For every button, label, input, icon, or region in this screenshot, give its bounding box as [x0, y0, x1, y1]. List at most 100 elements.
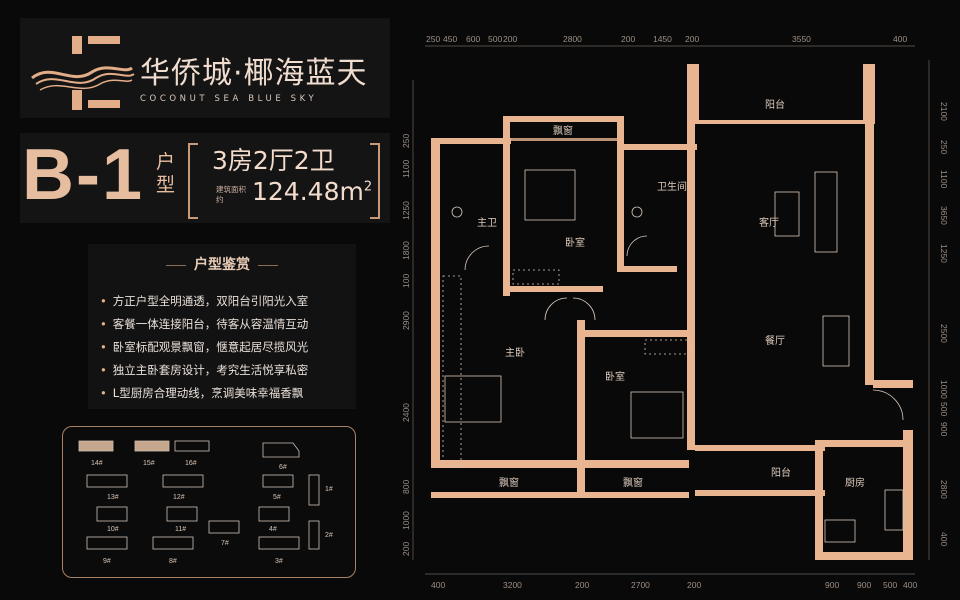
dim-right: 2100 [939, 102, 949, 121]
site-label: 2# [325, 532, 333, 539]
site-label: 3# [275, 558, 283, 565]
dim-bottom: 200 [575, 580, 589, 590]
building-shape [166, 506, 198, 522]
room-label-bedroom-south: 卧室 [605, 370, 625, 383]
building-shape [162, 474, 204, 488]
site-label: 13# [107, 494, 119, 501]
dim-right: 2500 [939, 324, 949, 343]
area-unit: m [339, 177, 364, 206]
building-highlight [135, 441, 169, 451]
unit-summary: B-1 户型 3房2厅2卫 建筑面积约 124.48m2 [20, 133, 390, 223]
features-title: 户型鉴赏 [88, 254, 356, 274]
sofa-icon [814, 171, 838, 253]
fixtures [442, 169, 904, 543]
dim-bottom: 400 [431, 580, 445, 590]
dim-top: 1450 [653, 34, 672, 44]
dim-top: 400 [893, 34, 907, 44]
site-label: 15# [143, 460, 155, 467]
room-label-master-bath: 主卫 [477, 217, 497, 229]
site-label: 12# [173, 494, 185, 501]
dim-top: 250 [426, 34, 440, 44]
sink-icon [884, 489, 904, 531]
site-label: 11# [175, 526, 186, 533]
dim-right: 2800 [939, 480, 949, 499]
feature-item: 客餐一体连接阳台，待客从容温情互动 [100, 313, 309, 336]
dim-left: 250 [401, 134, 411, 148]
room-label-bathroom: 卫生间 [657, 180, 687, 193]
site-label: 6# [279, 464, 287, 471]
building-shape [262, 474, 294, 488]
dim-right: 900 [939, 422, 949, 436]
dim-left: 100 [401, 274, 411, 288]
toilet-icon [451, 206, 463, 218]
feature-item: 方正户型全明通透，双阳台引阳光入室 [100, 290, 309, 313]
dim-bottom: 400 [903, 580, 917, 590]
dim-left: 1100 [401, 159, 411, 178]
dim-right: 1250 [939, 244, 949, 263]
room-label-bay-window-sw: 飘窗 [499, 476, 519, 489]
unit-word: 户型 [156, 151, 176, 196]
features-panel: 户型鉴赏 方正户型全明通透，双阳台引阳光入室 客餐一体连接阳台，待客从容温情互动… [88, 244, 356, 409]
site-label: 14# [91, 460, 103, 467]
dim-left: 2400 [401, 403, 411, 422]
site-label: 16# [185, 460, 197, 467]
building-shape [262, 442, 300, 458]
feature-item: 卧室标配观景飘窗，惬意起居尽揽风光 [100, 336, 309, 359]
area-unit-power: 2 [363, 179, 373, 195]
bed-icon [524, 169, 576, 221]
feature-item: 独立主卧套房设计，考究生活悦享私密 [100, 359, 309, 382]
building-shape [308, 520, 320, 550]
site-label: 4# [269, 526, 277, 533]
dim-top: 200 [503, 34, 517, 44]
site-label: 10# [107, 526, 119, 533]
coffee-table-icon [774, 191, 800, 237]
walls [431, 64, 913, 560]
area-number: 124.48 [252, 177, 340, 206]
brand-name-en: COCONUT SEA BLUE SKY [140, 94, 318, 104]
wardrobe-icon [512, 269, 560, 285]
feature-item: L型厨房合理动线，烹调美味幸福香飘 [100, 382, 308, 405]
area-label: 建筑面积约 [216, 185, 246, 204]
bed-icon [444, 375, 502, 423]
dim-top: 2800 [563, 34, 582, 44]
dim-bottom: 3200 [503, 580, 522, 590]
site-label: 1# [325, 486, 333, 493]
area-value: 124.48m2 [252, 177, 372, 206]
dim-bottom: 900 [857, 580, 871, 590]
dim-left: 800 [401, 480, 411, 494]
unit-code: B-1 [22, 135, 145, 215]
site-plan: 14# 15# 16# 13# 12# 6# 5# 1# 10# 11# 4# … [62, 426, 356, 578]
dim-right: 1000 [939, 380, 949, 399]
dimension-lines [412, 45, 930, 575]
dim-right: 400 [939, 532, 949, 546]
brand-mark-icon [31, 36, 135, 110]
bed-icon [630, 391, 684, 439]
site-label: 7# [221, 540, 229, 547]
room-count: 3房2厅2卫 [212, 146, 335, 175]
building-shape [208, 520, 240, 534]
building-shape [152, 536, 194, 550]
features-list: 方正户型全明通透，双阳台引阳光入室 客餐一体连接阳台，待客从容温情互动 卧室标配… [100, 290, 309, 405]
dim-bottom: 500 [883, 580, 897, 590]
dim-right: 500 [939, 402, 949, 416]
building-shape [258, 536, 300, 550]
room-label-dining-room: 餐厅 [765, 334, 785, 347]
room-label-bay-window-s: 飘窗 [623, 476, 643, 489]
room-label-balcony-top: 阳台 [765, 98, 785, 111]
dim-right: 1100 [939, 170, 949, 189]
building-shape [174, 440, 210, 452]
building-shape [86, 536, 128, 550]
room-label-kitchen: 厨房 [845, 476, 865, 489]
dim-top: 500 [488, 34, 502, 44]
building-shape [86, 474, 128, 488]
dim-right: 250 [939, 140, 949, 154]
site-label: 8# [169, 558, 177, 565]
brand-logo: 华侨城·椰海蓝天 COCONUT SEA BLUE SKY [20, 18, 390, 118]
building-shape [258, 506, 290, 522]
wardrobe-icon [644, 339, 692, 355]
building-shape [96, 506, 128, 522]
room-label-living-room: 客厅 [759, 216, 779, 229]
room-label-master-bedroom: 主卧 [505, 346, 525, 359]
room-label-balcony-bottom: 阳台 [771, 466, 791, 479]
bracket-left [188, 143, 198, 219]
